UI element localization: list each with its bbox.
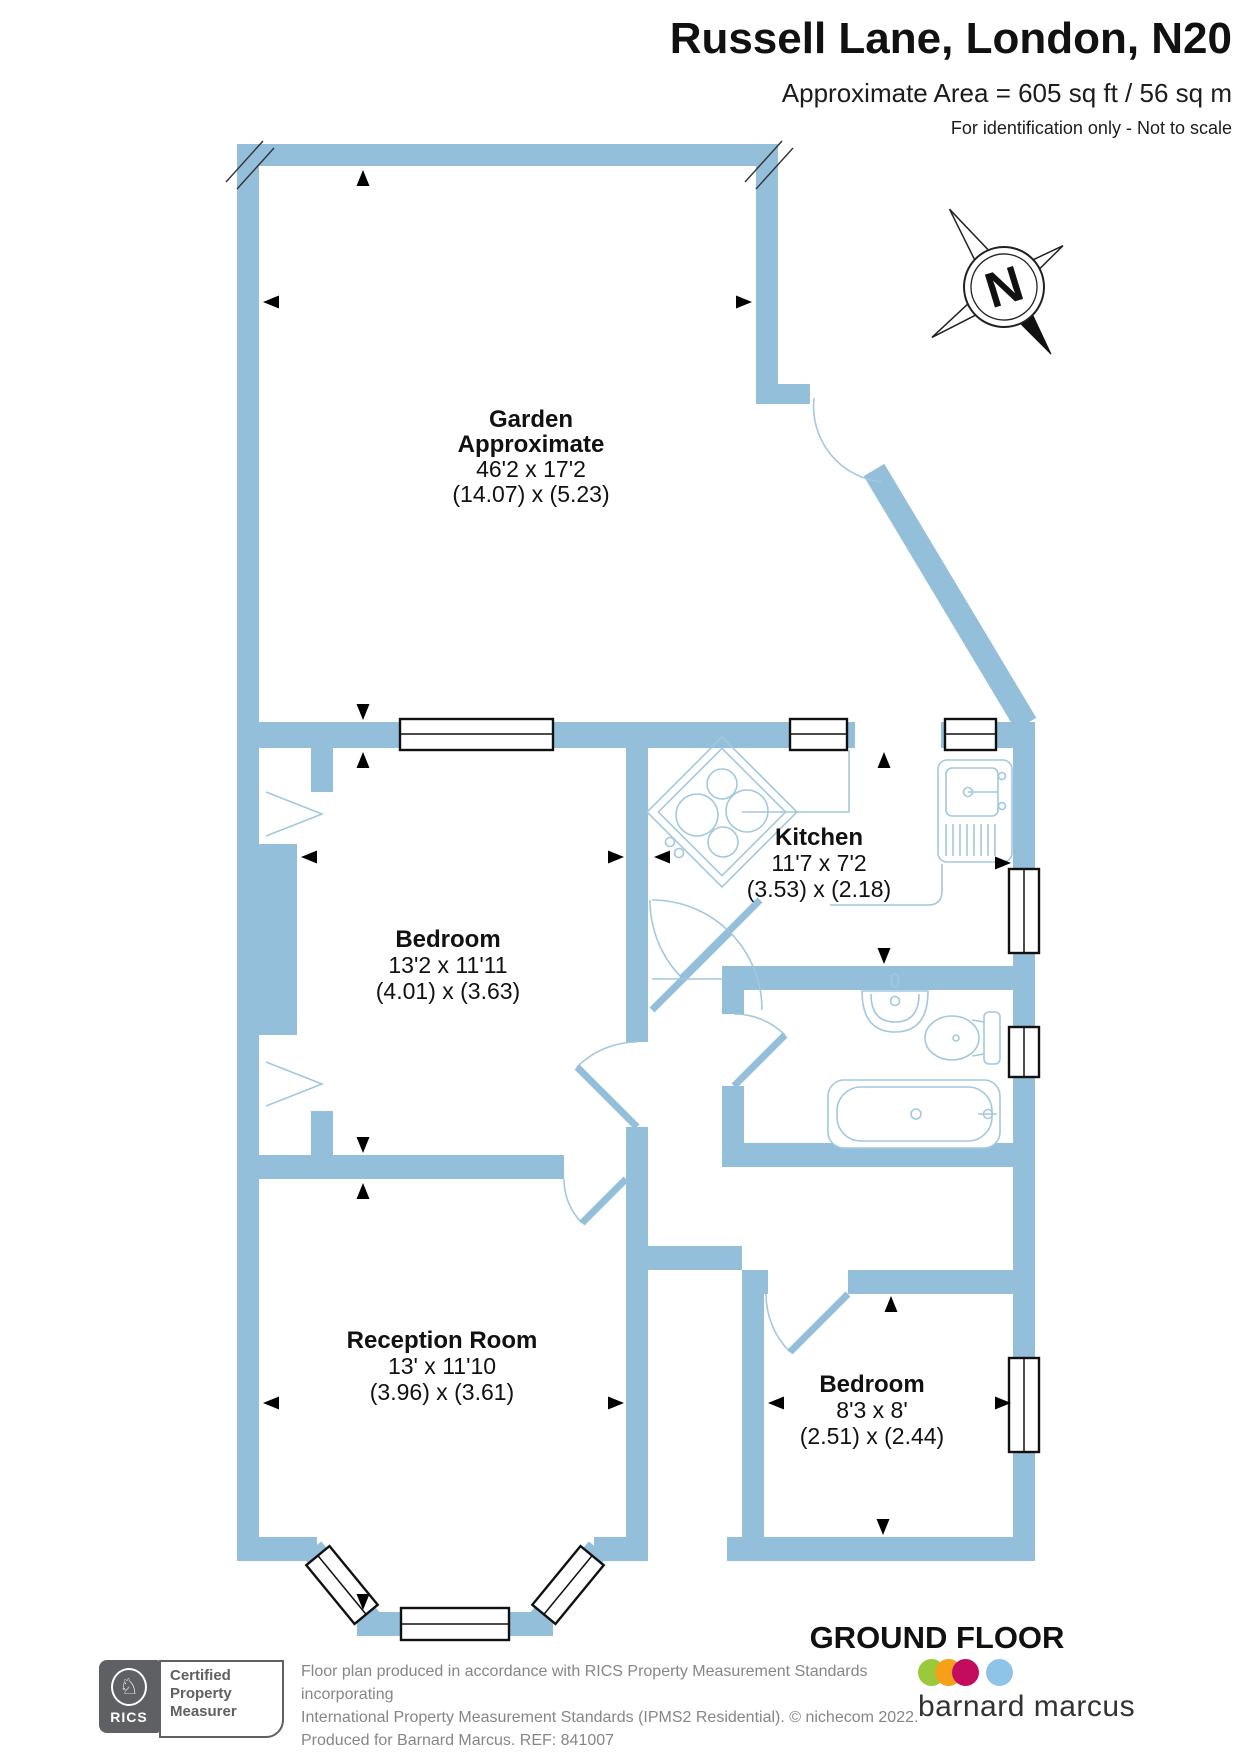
footer: ♘ RICS Certified Property Measurer Floor…	[99, 1660, 951, 1752]
disclaimer: Floor plan produced in accordance with R…	[301, 1660, 951, 1752]
bay-window-center	[399, 1606, 511, 1642]
closet-doors	[265, 791, 325, 1107]
floor-label: GROUND FLOOR	[810, 1620, 1065, 1655]
bedroom1-label: Bedroom 13'2 x 11'11 (4.01) x (3.63)	[376, 926, 520, 1004]
barnard-marcus-logo: barnard marcus	[918, 1658, 1135, 1724]
header: Russell Lane, London, N20 Approximate Ar…	[669, 14, 1232, 139]
hob-icon	[645, 735, 799, 889]
rics-logo: ♘ RICS	[99, 1660, 159, 1733]
svg-text:13'2 x 11'11: 13'2 x 11'11	[388, 952, 507, 978]
window	[1007, 867, 1041, 955]
window	[943, 717, 998, 752]
rics-lion-icon: ♘	[111, 1668, 147, 1706]
svg-text:(4.01) x (3.63): (4.01) x (3.63)	[376, 978, 520, 1004]
doors	[563, 397, 883, 1355]
disclaimer-line: Floor plan produced in accordance with R…	[301, 1663, 868, 1703]
bathtub-icon	[827, 1079, 1001, 1149]
badge-line: Measurer	[170, 1703, 237, 1720]
rics-label: RICS	[110, 1709, 148, 1725]
svg-text:(3.96) x (3.61): (3.96) x (3.61)	[370, 1379, 514, 1405]
compass-icon: N	[931, 208, 1064, 355]
garden-label: Garden Approximate 46'2 x 17'2 (14.07) x…	[452, 406, 609, 507]
brand-dots-icon	[918, 1658, 1135, 1686]
svg-text:(2.51) x (2.44): (2.51) x (2.44)	[800, 1423, 944, 1449]
window	[398, 717, 555, 752]
svg-text:Garden: Garden	[489, 406, 573, 433]
identification-note: For identification only - Not to scale	[950, 118, 1232, 139]
windows	[304, 717, 1041, 1642]
door-swing-bedroom1	[574, 1041, 640, 1130]
wall-break-marks	[225, 140, 794, 190]
window	[788, 717, 849, 752]
walls	[237, 144, 1037, 1636]
svg-text:Kitchen: Kitchen	[775, 824, 863, 851]
bay-window-left	[304, 1544, 380, 1626]
brand-name: barnard marcus	[918, 1690, 1136, 1723]
svg-text:11'7 x 7'2: 11'7 x 7'2	[771, 850, 866, 876]
svg-text:Reception Room: Reception Room	[347, 1327, 538, 1354]
disclaimer-line: Produced for Barnard Marcus. REF: 841007	[301, 1732, 615, 1749]
window	[1007, 1025, 1041, 1079]
door-swing-reception	[563, 1176, 629, 1226]
bay-window-right	[530, 1544, 606, 1626]
door-swing-bathroom	[731, 1013, 788, 1089]
reception-label: Reception Room 13' x 11'10 (3.96) x (3.6…	[347, 1327, 538, 1405]
certified-property-measurer-badge: Certified Property Measurer	[159, 1660, 284, 1738]
washbasin-icon	[861, 973, 929, 1033]
window	[1007, 1356, 1041, 1454]
svg-text:13' x 11'10: 13' x 11'10	[388, 1353, 496, 1379]
svg-text:Bedroom: Bedroom	[819, 1371, 924, 1398]
svg-text:46'2 x 17'2: 46'2 x 17'2	[476, 456, 586, 482]
approximate-area: Approximate Area = 605 sq ft / 56 sq m	[781, 78, 1232, 109]
kitchen-sink-icon	[937, 759, 1013, 863]
svg-text:Approximate: Approximate	[458, 431, 605, 458]
disclaimer-line: International Property Measurement Stand…	[301, 1709, 919, 1726]
badge-line: Property	[170, 1685, 232, 1702]
svg-text:(14.07) x (5.23): (14.07) x (5.23)	[452, 481, 609, 507]
door-swing-bedroom2	[765, 1291, 851, 1355]
bedroom2-door-opening	[768, 1268, 848, 1296]
kitchen-counter-line	[652, 750, 943, 980]
kitchen-label: Kitchen 11'7 x 7'2 (3.53) x (2.18)	[747, 824, 891, 902]
bedroom2-label: Bedroom 8'3 x 8' (2.51) x (2.44)	[800, 1371, 944, 1449]
toilet-icon	[924, 1011, 1001, 1065]
garden-gate-arc	[812, 397, 883, 483]
svg-text:Bedroom: Bedroom	[395, 926, 500, 953]
badge-line: Certified	[170, 1667, 231, 1684]
svg-text:(3.53) x (2.18): (3.53) x (2.18)	[747, 876, 891, 902]
page-title: Russell Lane, London, N20	[669, 14, 1232, 63]
svg-text:8'3 x 8': 8'3 x 8'	[836, 1397, 907, 1423]
door-swing-hall-2	[649, 899, 763, 1013]
